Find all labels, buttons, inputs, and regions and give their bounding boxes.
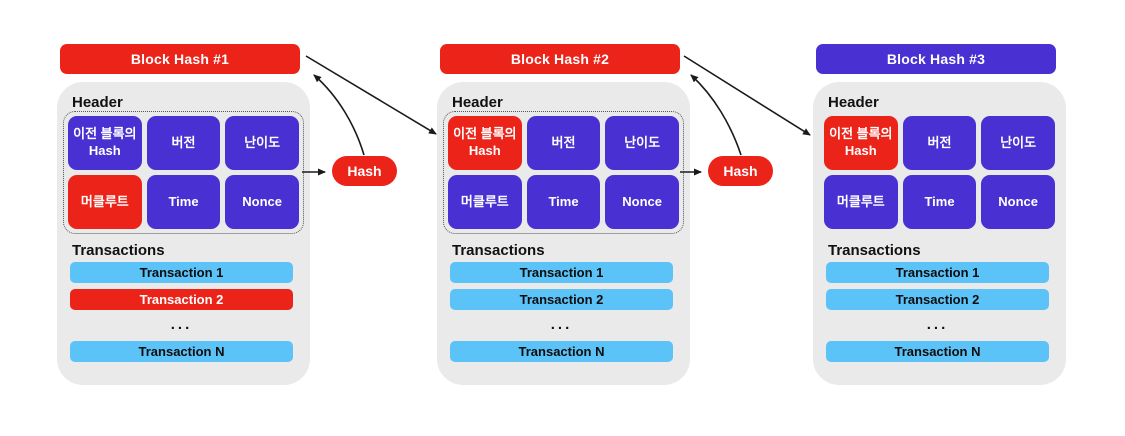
block-1: Block Hash #1 Header 이전 블록의 Hash 버전 난이도 …	[57, 44, 310, 392]
transaction-list-2: Transaction 1 Transaction 2 ... Transact…	[450, 262, 673, 368]
cell-version: 버전	[146, 116, 221, 170]
transaction-row: Transaction 2	[450, 289, 673, 310]
block-body-2: Header 이전 블록의 Hash 버전 난이도 머클루트 Time Nonc…	[437, 82, 690, 385]
transaction-list-1: Transaction 1 Transaction 2 ... Transact…	[70, 262, 293, 368]
header-fields-2: 이전 블록의 Hash 버전 난이도 머클루트 Time Nonce	[443, 111, 684, 234]
cell-prev-block-hash: 이전 블록의 Hash	[448, 116, 522, 170]
cell-time: Time	[146, 175, 221, 229]
transaction-row: Transaction N	[70, 341, 293, 362]
transaction-row: Transaction 2	[826, 289, 1049, 310]
transactions-label: Transactions	[452, 242, 545, 259]
block-2: Block Hash #2 Header 이전 블록의 Hash 버전 난이도 …	[437, 44, 690, 392]
cell-version: 버전	[902, 116, 977, 170]
header-fields-1: 이전 블록의 Hash 버전 난이도 머클루트 Time Nonce	[63, 111, 304, 234]
header-fields-3: 이전 블록의 Hash 버전 난이도 머클루트 Time Nonce	[819, 111, 1060, 234]
transaction-row: Transaction 1	[70, 262, 293, 283]
block-body-3: Header 이전 블록의 Hash 버전 난이도 머클루트 Time Nonc…	[813, 82, 1066, 385]
cell-nonce: Nonce	[605, 175, 679, 229]
cell-version: 버전	[526, 116, 601, 170]
arrow-blockhash1-to-prevhash2	[305, 55, 437, 135]
cell-time: Time	[526, 175, 601, 229]
transactions-label: Transactions	[72, 242, 165, 259]
transaction-row: Transaction 2	[70, 289, 293, 310]
header-label: Header	[452, 94, 503, 111]
block-body-1: Header 이전 블록의 Hash 버전 난이도 머클루트 Time Nonc…	[57, 82, 310, 385]
cell-merkle-root: 머클루트	[824, 175, 898, 229]
cell-merkle-root: 머클루트	[448, 175, 522, 229]
arrow-hash1-to-blockhash1	[313, 74, 365, 156]
cell-prev-block-hash: 이전 블록의 Hash	[68, 116, 142, 170]
header-label: Header	[72, 94, 123, 111]
cell-time: Time	[902, 175, 977, 229]
transaction-ellipsis: ...	[550, 315, 573, 333]
hash-function-node-2: Hash	[708, 156, 773, 186]
cell-nonce: Nonce	[981, 175, 1055, 229]
header-label: Header	[828, 94, 879, 111]
cell-difficulty: 난이도	[981, 116, 1055, 170]
transaction-ellipsis: ...	[926, 315, 949, 333]
block-hash-banner-3: Block Hash #3	[816, 44, 1056, 74]
arrow-blockhash2-to-prevhash3	[683, 55, 811, 136]
transaction-row: Transaction N	[450, 341, 673, 362]
cell-difficulty: 난이도	[605, 116, 679, 170]
cell-merkle-root: 머클루트	[68, 175, 142, 229]
hash-function-node-1: Hash	[332, 156, 397, 186]
cell-difficulty: 난이도	[225, 116, 299, 170]
transaction-row: Transaction 1	[450, 262, 673, 283]
block-3: Block Hash #3 Header 이전 블록의 Hash 버전 난이도 …	[813, 44, 1066, 392]
transaction-row: Transaction 1	[826, 262, 1049, 283]
transaction-row: Transaction N	[826, 341, 1049, 362]
block-hash-banner-2: Block Hash #2	[440, 44, 680, 74]
block-hash-banner-1: Block Hash #1	[60, 44, 300, 74]
transaction-list-3: Transaction 1 Transaction 2 ... Transact…	[826, 262, 1049, 368]
transaction-ellipsis: ...	[170, 315, 193, 333]
transactions-label: Transactions	[828, 242, 921, 259]
cell-nonce: Nonce	[225, 175, 299, 229]
cell-prev-block-hash: 이전 블록의 Hash	[824, 116, 898, 170]
arrow-hash2-to-blockhash2	[690, 74, 742, 156]
